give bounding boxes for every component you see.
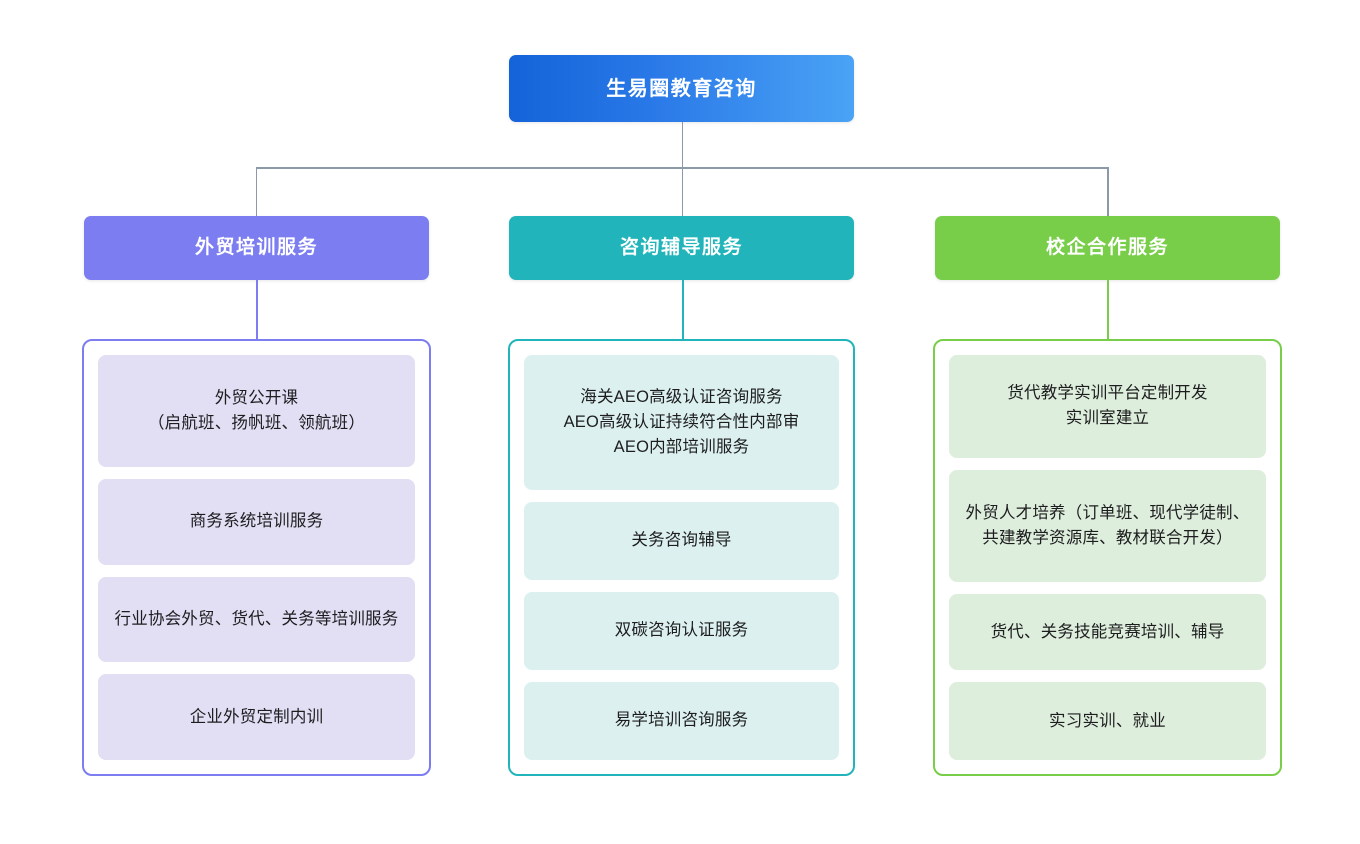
leaf-item-label: 企业外贸定制内训 bbox=[189, 707, 324, 726]
leaf-item[interactable]: 关务咨询辅导 bbox=[524, 501, 839, 580]
connector-stem-column-1 bbox=[255, 280, 258, 340]
leaf-item-label: 易学培训咨询服务 bbox=[614, 711, 749, 730]
column-header-label: 校企合作服务 bbox=[1045, 236, 1169, 258]
column-header-外贸培训服务[interactable]: 外贸培训服务 bbox=[84, 216, 429, 280]
leaf-item[interactable]: 货代、关务技能竞赛培训、辅导 bbox=[949, 593, 1266, 671]
leaf-item[interactable]: 实习实训、就业 bbox=[949, 682, 1266, 760]
leaf-item-label: 货代教学实训平台定制开发 实训室建立 bbox=[1007, 384, 1208, 428]
leaf-item-label: 商务系统培训服务 bbox=[189, 512, 324, 531]
leaf-item[interactable]: 双碳咨询认证服务 bbox=[524, 591, 839, 670]
connector-drop-column-1 bbox=[255, 167, 257, 217]
leaf-item-label: 外贸人才培养（订单班、现代学徒制、共建教学资源库、教材联合开发） bbox=[965, 503, 1250, 547]
leaf-item-label: 双碳咨询认证服务 bbox=[614, 621, 749, 640]
connector-root-stem bbox=[681, 122, 683, 168]
connector-drop-column-2 bbox=[681, 167, 683, 217]
column-container-咨询辅导服务: 海关AEO高级认证咨询服务 AEO高级认证持续符合性内部审 AEO内部培训服务 … bbox=[508, 339, 855, 776]
leaf-item[interactable]: 商务系统培训服务 bbox=[98, 478, 415, 565]
leaf-item[interactable]: 外贸公开课 （启航班、扬帆班、领航班） bbox=[98, 355, 415, 467]
column-header-校企合作服务[interactable]: 校企合作服务 bbox=[935, 216, 1280, 280]
connector-stem-column-3 bbox=[1107, 280, 1109, 340]
leaf-item-label: 海关AEO高级认证咨询服务 AEO高级认证持续符合性内部审 AEO内部培训服务 bbox=[563, 387, 800, 456]
connector-stem-column-2 bbox=[681, 280, 684, 340]
leaf-item[interactable]: 货代教学实训平台定制开发 实训室建立 bbox=[949, 355, 1266, 458]
column-container-外贸培训服务: 外贸公开课 （启航班、扬帆班、领航班） 商务系统培训服务 行业协会外贸、货代、关… bbox=[82, 339, 431, 776]
leaf-item-label: 行业协会外贸、货代、关务等培训服务 bbox=[114, 609, 399, 628]
column-header-label: 外贸培训服务 bbox=[194, 236, 318, 258]
leaf-item-label: 实习实训、就业 bbox=[1049, 711, 1166, 730]
leaf-item[interactable]: 行业协会外贸、货代、关务等培训服务 bbox=[98, 576, 415, 663]
root-node-label: 生易圈教育咨询 bbox=[606, 77, 757, 100]
leaf-item[interactable]: 外贸人才培养（订单班、现代学徒制、共建教学资源库、教材联合开发） bbox=[949, 469, 1266, 582]
leaf-item-label: 外贸公开课 （启航班、扬帆班、领航班） bbox=[147, 388, 366, 432]
connector-drop-column-3 bbox=[1107, 167, 1109, 217]
leaf-item[interactable]: 企业外贸定制内训 bbox=[98, 674, 415, 760]
column-header-label: 咨询辅导服务 bbox=[619, 236, 743, 258]
column-container-校企合作服务: 货代教学实训平台定制开发 实训室建立 外贸人才培养（订单班、现代学徒制、共建教学… bbox=[933, 339, 1282, 776]
column-header-咨询辅导服务[interactable]: 咨询辅导服务 bbox=[509, 216, 854, 280]
leaf-item[interactable]: 海关AEO高级认证咨询服务 AEO高级认证持续符合性内部审 AEO内部培训服务 bbox=[524, 355, 839, 490]
root-node-生易圈教育咨询[interactable]: 生易圈教育咨询 bbox=[509, 55, 854, 122]
leaf-item-label: 货代、关务技能竞赛培训、辅导 bbox=[990, 622, 1225, 641]
leaf-item[interactable]: 易学培训咨询服务 bbox=[524, 681, 839, 760]
leaf-item-label: 关务咨询辅导 bbox=[631, 531, 732, 550]
